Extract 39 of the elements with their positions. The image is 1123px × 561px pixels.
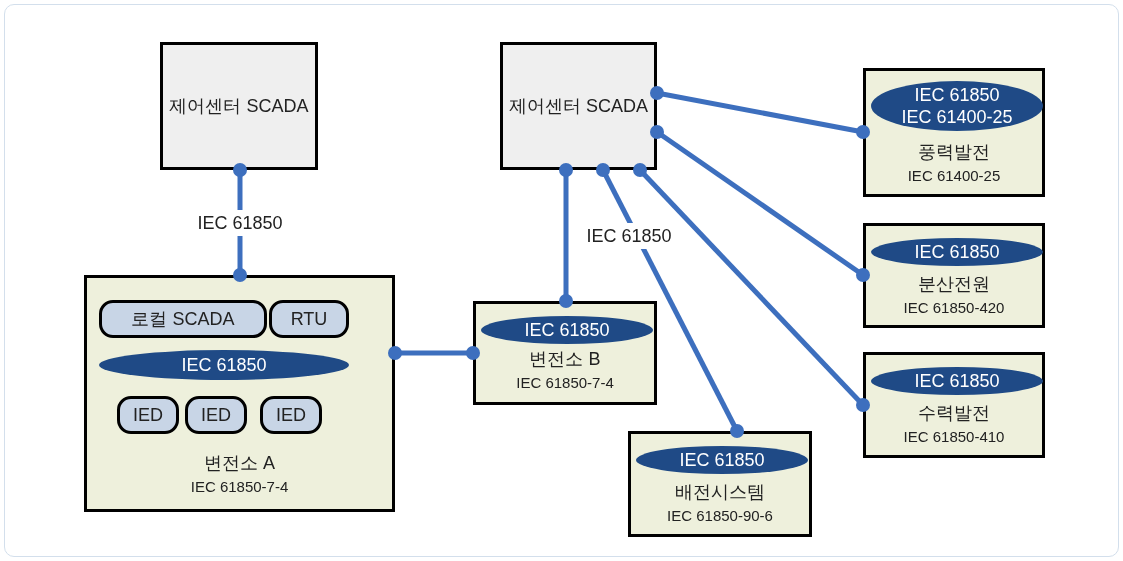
- node-label: 배전시스템: [675, 481, 765, 504]
- site-box: [863, 223, 1045, 328]
- protocol-ellipse: IEC 61850 IEC 61400-25: [871, 81, 1043, 131]
- site-box: [84, 275, 395, 512]
- standard-label: IEC 61850-420: [903, 298, 1005, 318]
- node-label: 수력발전: [918, 402, 990, 425]
- connector-line: [388, 346, 480, 360]
- protocol-ellipse: IEC 61850: [871, 367, 1043, 395]
- site-box: [863, 352, 1045, 458]
- device-box: IED: [117, 396, 179, 434]
- connector-line: [633, 163, 870, 412]
- standard-label: IEC 61850-90-6: [667, 506, 773, 526]
- node-label: 분산전원: [918, 273, 990, 296]
- protocol-ellipse: IEC 61850: [636, 446, 808, 474]
- connector-line: [559, 163, 573, 308]
- control-center-box: [160, 42, 318, 170]
- device-box: 로컬 SCADA: [99, 300, 267, 338]
- device-box: RTU: [269, 300, 349, 338]
- connector-line: [650, 125, 870, 282]
- site-box: [628, 431, 812, 537]
- site-box: [473, 301, 657, 405]
- protocol-ellipse: IEC 61850: [481, 316, 653, 344]
- node-label: 제어센터 SCADA: [169, 95, 309, 118]
- connector-line: [596, 163, 744, 438]
- standard-label: IEC 61850-7-4: [516, 373, 614, 393]
- connector-line: [650, 86, 870, 139]
- site-box: [863, 68, 1045, 197]
- standard-label: IEC 61400-25: [907, 166, 1001, 186]
- node-label: 풍력발전: [918, 141, 990, 164]
- device-box: IED: [185, 396, 247, 434]
- protocol-ellipse: IEC 61850: [99, 350, 349, 380]
- control-center-box: [500, 42, 657, 170]
- protocol-ellipse: IEC 61850: [871, 238, 1043, 266]
- node-label: 제어센터 SCADA: [509, 95, 648, 118]
- device-box: IED: [260, 396, 322, 434]
- node-label: 변전소 B: [529, 348, 601, 371]
- node-label: 변전소 A: [204, 452, 275, 475]
- standard-label: IEC 61850-7-4: [190, 477, 289, 497]
- standard-label: IEC 61850-410: [903, 427, 1005, 447]
